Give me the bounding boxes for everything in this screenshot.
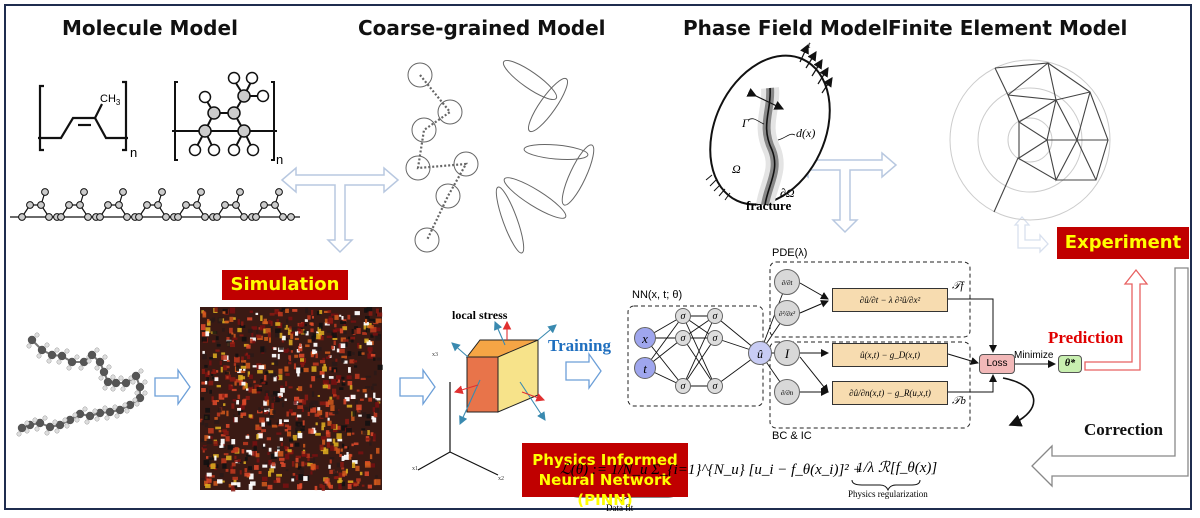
- traction-label: t: [808, 40, 811, 50]
- minimize-label: Minimize: [1014, 350, 1054, 361]
- ch3-label: CH3: [100, 93, 121, 108]
- omega-label: Ω: [732, 162, 741, 176]
- pde-label: PDE(λ): [772, 247, 808, 259]
- fracture-caption: fracture: [746, 198, 792, 213]
- dirichlet-residual-box: û(x,t) − g_D(x,t): [832, 343, 948, 367]
- simulation-snapshot: [200, 307, 383, 492]
- tb-label: 𝒯b: [952, 395, 966, 407]
- nn-output-node: û: [748, 341, 772, 365]
- nn-label: NN(x, t; θ): [632, 289, 683, 301]
- pinn-operator-node: ∂/∂t: [774, 269, 800, 295]
- bead-spring-model: [405, 62, 479, 253]
- ball-stick-structure: [172, 79, 277, 161]
- pinn-operator-node: ∂²/∂x²: [774, 300, 800, 326]
- atomistic-chain-render: [16, 332, 148, 437]
- nn-hidden-node: σ: [675, 378, 691, 394]
- arrow-to-simulation: [154, 367, 191, 407]
- pde-residual-box: ∂û/∂t − λ ∂²û/∂x²: [832, 288, 948, 312]
- nn-hidden-node: σ: [707, 378, 723, 394]
- correction-arrow: [1031, 267, 1189, 488]
- phase-field-domain: [705, 43, 833, 207]
- title-finite-element-model: Finite Element Model: [888, 16, 1128, 40]
- simulation-badge: Simulation: [222, 270, 348, 300]
- pinn-connectors: [799, 282, 1056, 427]
- prediction-arrow: [1084, 268, 1149, 371]
- ball-stick-atoms: [188, 71, 270, 157]
- arrow-to-local-stress: [399, 367, 436, 407]
- repeat-unit-n-1: n: [130, 145, 138, 160]
- pinn-badge-line1: Physics Informed: [532, 451, 678, 469]
- stress-label-x2: x2: [498, 476, 504, 482]
- connector-arrow-right: [792, 151, 898, 234]
- damage-field-label: d(x): [796, 126, 816, 140]
- physics-regularization-caption: Physics regularization: [848, 489, 928, 499]
- equation-physics-term: 1/λ ℛ[f_θ(x)]: [856, 460, 938, 476]
- arrow-training: [565, 351, 602, 391]
- title-coarse-grained-model: Coarse-grained Model: [358, 16, 606, 40]
- pinn-operator-node: ∂/∂n: [774, 379, 800, 405]
- nn-hidden-node: σ: [675, 308, 691, 324]
- ellipsoid-chain-model: [495, 60, 595, 254]
- repeat-unit-n-2: n: [276, 152, 284, 167]
- local-stress-title: local stress: [452, 308, 508, 322]
- stress-label-x1: x1: [412, 466, 418, 472]
- gamma-label: Γ: [742, 116, 749, 130]
- isoprene-structure: [38, 80, 128, 152]
- polymer-chain: [10, 188, 300, 221]
- title-molecule-model: Molecule Model: [62, 16, 238, 40]
- experiment-badge: Experiment: [1057, 227, 1189, 259]
- equation-data-term: 1/N_u Σ_{i=1}^{N_u} [u_i − f_θ(x_i)]² +: [610, 462, 863, 478]
- nn-input-node: t: [634, 357, 656, 379]
- nn-hidden-node: σ: [707, 308, 723, 324]
- loss-box: Loss: [979, 354, 1015, 374]
- correction-label: Correction: [1084, 420, 1163, 439]
- pinn-badge-line2: Neural Network (PINN): [538, 471, 672, 509]
- title-phase-field-model: Phase Field Model: [683, 16, 889, 40]
- equation-lhs: ℒ(θ) :=: [560, 462, 611, 478]
- boundary-label: ∂Ω: [780, 186, 795, 200]
- fem-to-experiment-arrow: [1013, 216, 1049, 254]
- nn-input-node: x: [634, 327, 656, 349]
- figure-frame: [4, 4, 1192, 510]
- nn-hidden-node: σ: [675, 330, 691, 346]
- theta-star-box: θ*: [1058, 355, 1082, 373]
- data-fit-caption: Data fit: [606, 503, 634, 513]
- pinn-operator-node: I: [774, 340, 800, 366]
- fem-mesh: [949, 59, 1111, 221]
- tf-label: 𝒯f: [952, 280, 964, 292]
- nn-hidden-node: σ: [707, 330, 723, 346]
- bc-ic-label: BC & IC: [772, 430, 812, 442]
- robin-residual-box: ∂û/∂n(x,t) − g_R(u,x,t): [832, 381, 948, 405]
- pinn-badge: Physics Informed Neural Network (PINN): [522, 443, 688, 509]
- loss-equation: ℒ(θ) := 1/N_u Σ_{i=1}^{N_u} [u_i − f_θ(x…: [560, 460, 863, 479]
- stress-label-x3: x3: [432, 352, 438, 358]
- prediction-label: Prediction: [1048, 328, 1124, 347]
- connector-arrow-left: [280, 166, 400, 254]
- local-stress-cube: [417, 320, 557, 476]
- training-label: Training: [548, 336, 611, 355]
